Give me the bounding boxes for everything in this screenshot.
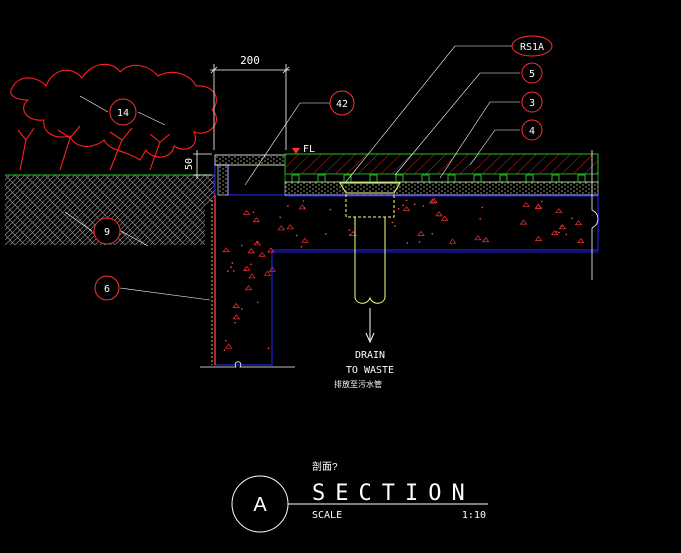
- drain-note-line1: DRAIN: [355, 350, 385, 361]
- tag-rs1a-label: RS1A: [520, 42, 544, 53]
- dimension-50: [193, 150, 212, 179]
- tag-14[interactable]: 14: [109, 98, 137, 126]
- pedestal-row: [291, 174, 586, 182]
- section-letter: A: [253, 494, 267, 516]
- tag-4[interactable]: 4: [521, 119, 543, 141]
- section-title-cn: 剖面?: [312, 460, 338, 473]
- tag-14-label: 14: [117, 108, 129, 119]
- tag-42[interactable]: 42: [329, 90, 355, 116]
- section-title: SECTION: [312, 481, 475, 506]
- tag-9[interactable]: 9: [93, 217, 121, 245]
- dimension-200-label: 200: [240, 54, 260, 67]
- drain-assembly: [339, 182, 401, 304]
- shrub-outline: [10, 63, 218, 171]
- scale-label: SCALE: [312, 510, 342, 521]
- section-title-block: A SECTION 剖面? SCALE 1:10: [231, 460, 488, 533]
- tag-3[interactable]: 3: [521, 91, 543, 113]
- drain-note-cn: 排放至污水管: [334, 379, 382, 389]
- concrete-structure: [211, 164, 599, 366]
- tag-5-label: 5: [529, 69, 535, 80]
- tag-rs1a[interactable]: RS1A: [511, 35, 553, 57]
- paving-layers: [284, 153, 599, 197]
- level-marker-icon: [292, 148, 300, 154]
- tag-6[interactable]: 6: [94, 275, 120, 301]
- tag-5[interactable]: 5: [521, 62, 543, 84]
- leader-lines: [64, 45, 520, 301]
- tag-6-label: 6: [104, 284, 110, 295]
- tag-9-label: 9: [104, 227, 110, 238]
- tag-3-label: 3: [529, 98, 535, 109]
- tag-42-label: 42: [336, 99, 348, 110]
- dimension-200: [210, 64, 290, 150]
- tag-4-label: 4: [529, 126, 535, 137]
- drain-arrow: [365, 308, 375, 344]
- dimension-50-label: 50: [184, 158, 195, 170]
- finish-level-label: FL: [303, 144, 315, 155]
- soil-hatch: [5, 174, 215, 245]
- break-lines: [200, 150, 599, 368]
- scale-value: 1:10: [462, 510, 486, 521]
- coping: [214, 154, 286, 196]
- concrete-aggregate: [222, 197, 585, 352]
- drain-note-line2: TO WASTE: [346, 365, 394, 376]
